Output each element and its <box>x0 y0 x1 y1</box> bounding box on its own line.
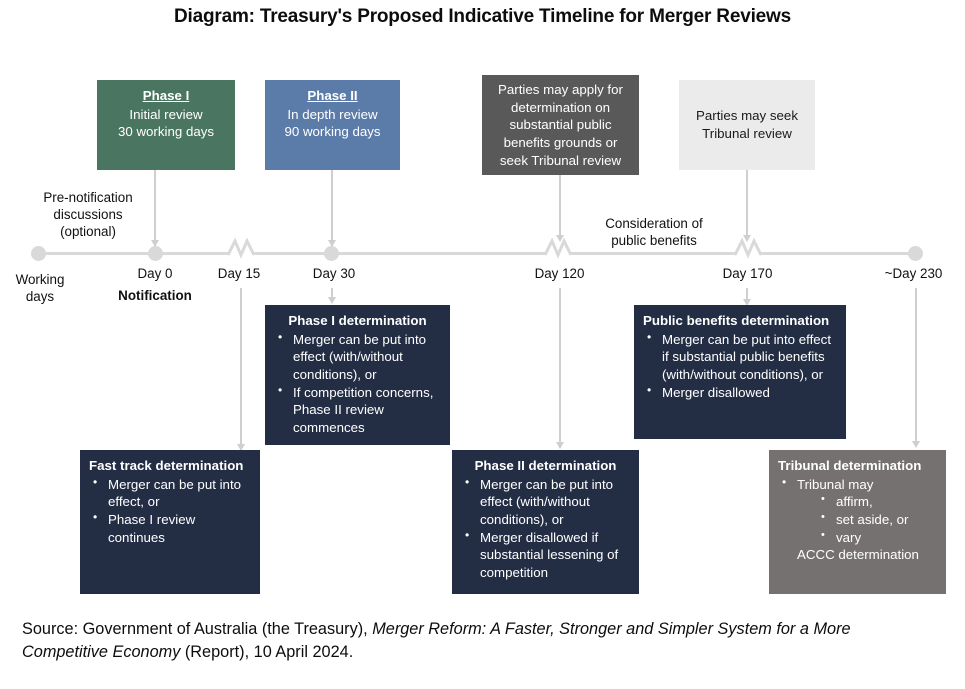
connector-phase-ii-to-axis <box>331 170 333 246</box>
axis-tick-day-0-sub: Notification <box>118 288 192 303</box>
connector-day-170-to-public-benefits-determination <box>746 288 748 304</box>
list-item: affirm, <box>819 492 937 511</box>
tribunal-determination-tail: ACCC determination <box>797 547 919 563</box>
axis-segment-4 <box>760 252 920 255</box>
list-item: Merger can be put into effect if substan… <box>643 330 837 384</box>
label-consideration-public-benefits: Consideration of public benefits <box>605 216 703 248</box>
list-item: Merger can be put into effect (with/with… <box>461 475 630 529</box>
connector-day-15-to-fast-track <box>240 288 242 450</box>
connector-day-30-to-phase-i-determination <box>331 288 333 302</box>
public-benefits-determination-bullets: Merger can be put into effect if substan… <box>643 330 837 402</box>
axis-tick-day-0: Day 0 <box>137 266 173 281</box>
connector-tribunal-seek-to-axis <box>746 170 748 240</box>
label-prenotification: Pre-notification discussions (optional) <box>43 190 133 239</box>
phase-ii-box: Phase II In depth review 90 working days <box>265 80 400 170</box>
list-item: Phase I review continues <box>89 510 251 546</box>
public-benefits-determination-heading: Public benefits determination <box>643 313 830 328</box>
list-item: If competition concerns, Phase II review… <box>274 383 441 437</box>
list-item: vary <box>819 528 937 547</box>
list-item: set aside, or <box>819 510 937 529</box>
list-item: Merger disallowed <box>643 383 837 402</box>
axis-tick-day-30: Day 30 <box>312 266 356 281</box>
tribunal-determination-box: Tribunal determination Tribunal may affi… <box>769 450 946 594</box>
arrowhead-fast-track <box>236 444 245 451</box>
connector-public-benefits-apply-to-axis <box>559 175 561 240</box>
phase-i-line3: 30 working days <box>117 124 215 140</box>
public-benefits-apply-text: Parties may apply for determination on s… <box>498 82 623 168</box>
public-benefits-determination-box: Public benefits determination Merger can… <box>634 305 846 439</box>
tribunal-sub-bullets: affirm, set aside, or vary <box>797 492 937 547</box>
connector-day-230-to-tribunal-determination <box>915 288 917 446</box>
list-item: Merger can be put into effect, or <box>89 475 251 511</box>
list-item: Merger disallowed if substantial lesseni… <box>461 528 630 582</box>
connector-day-120-to-phase-ii-determination <box>559 288 561 448</box>
phase-ii-determination-heading: Phase II determination <box>474 458 617 473</box>
phase-i-box: Phase I Initial review 30 working days <box>97 80 235 170</box>
phase-i-determination-box: Phase I determination Merger can be put … <box>265 305 450 445</box>
axis-tick-day-170: Day 170 <box>722 266 773 281</box>
arrowhead-tribunal-determination <box>911 441 920 448</box>
axis-segment-3 <box>570 252 736 255</box>
phase-ii-heading: Phase II <box>307 88 358 103</box>
arrowhead-tribunal-seek <box>742 235 751 242</box>
axis-break-day-120 <box>545 237 571 259</box>
fast-track-determination-box: Fast track determination Merger can be p… <box>80 450 260 594</box>
connector-phase-i-to-axis <box>154 170 156 246</box>
phase-ii-line3: 90 working days <box>284 124 381 140</box>
list-item: Tribunal may affirm, set aside, or vary <box>778 475 937 547</box>
axis-node-day-30 <box>324 246 339 261</box>
axis-segment-2 <box>252 252 547 255</box>
phase-ii-determination-bullets: Merger can be put into effect (with/with… <box>461 475 630 582</box>
phase-i-line2: Initial review <box>129 106 203 122</box>
axis-label-working-days: Working days <box>15 272 65 304</box>
fast-track-determination-heading: Fast track determination <box>89 458 244 473</box>
arrowhead-phase-ii <box>327 240 336 247</box>
source-prefix: Source: Government of Australia (the Tre… <box>22 620 373 638</box>
axis-tick-day-15: Day 15 <box>217 266 261 281</box>
source-title: Merger Reform: A Faster, Stronger and Si… <box>22 620 851 662</box>
tribunal-seek-box: Parties may seek Tribunal review <box>679 80 815 170</box>
tribunal-determination-heading: Tribunal determination <box>778 458 922 473</box>
axis-break-day-170 <box>735 237 761 259</box>
phase-ii-determination-box: Phase II determination Merger can be put… <box>452 450 639 594</box>
phase-i-determination-heading: Phase I determination <box>288 313 427 328</box>
source-suffix: (Report), 10 April 2024. <box>180 643 354 662</box>
axis-tick-day-230: ~Day 230 <box>884 266 943 281</box>
axis-node-day-230 <box>908 246 923 261</box>
axis-tick-day-120: Day 120 <box>534 266 585 281</box>
arrowhead-public-benefits-determination <box>742 299 751 306</box>
axis-break-day-15 <box>228 237 254 259</box>
page-title: Diagram: Treasury's Proposed Indicative … <box>174 6 791 27</box>
phase-i-determination-bullets: Merger can be put into effect (with/with… <box>274 330 441 437</box>
fast-track-determination-bullets: Merger can be put into effect, or Phase … <box>89 475 251 547</box>
axis-node-day-0 <box>148 246 163 261</box>
public-benefits-apply-box: Parties may apply for determination on s… <box>482 75 639 175</box>
tribunal-seek-text: Parties may seek Tribunal review <box>696 107 798 141</box>
arrowhead-phase-i <box>150 240 159 247</box>
axis-segment-1 <box>38 252 230 255</box>
arrowhead-public-benefits-apply <box>555 235 564 242</box>
phase-ii-line2: In depth review <box>287 106 378 122</box>
tribunal-determination-bullets: Tribunal may affirm, set aside, or vary <box>778 475 937 547</box>
source-note: Source: Government of Australia (the Tre… <box>22 618 922 664</box>
phase-i-heading: Phase I <box>142 88 190 103</box>
tribunal-may-label: Tribunal may <box>797 476 874 492</box>
list-item: Merger can be put into effect (with/with… <box>274 330 441 384</box>
axis-node-start <box>31 246 46 261</box>
arrowhead-phase-ii-determination <box>555 442 564 449</box>
arrowhead-phase-i-determination <box>327 297 336 304</box>
